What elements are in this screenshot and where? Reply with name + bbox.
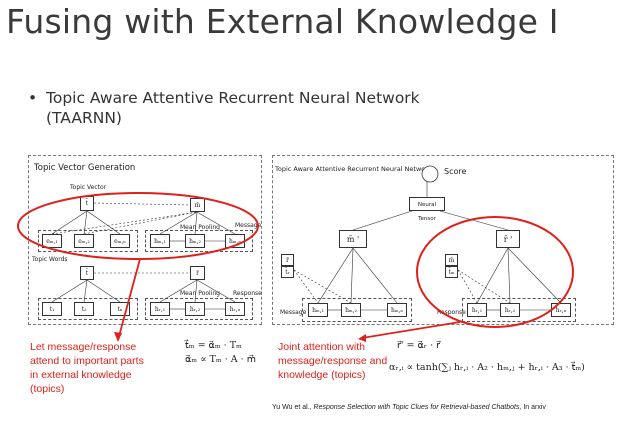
annotation-right-line-1: Joint attention with [278,341,365,353]
resp-node-1: hᵣ,₁ [467,303,487,317]
neural-tensor-box: Neural Tensor [409,197,445,222]
row2-node-5: hᵣ,₂ [185,302,205,316]
resp-node-3: hᵣ,ₙ [551,303,571,317]
annotation-left: Let message/response attend to important… [30,340,144,396]
annotation-left-line-2: attend to important parts [30,355,144,367]
topic-vector-label: Topic Vector [70,184,107,191]
topic-vector-box-2: t̄ [80,266,94,280]
row2-node-2: t₂ [74,302,94,316]
equation-3: r⃗' = α⃗ᵣ · r⃗ [397,340,441,351]
row2-node-4: hᵣ,₁ [150,302,170,316]
citation-suffix: In arxiv [521,404,546,411]
equation-2: α⃗ₘ ∝ Tₘ · A · m⃗ [185,354,256,365]
r-bar-box: r̄ [281,254,294,266]
m-prime-box: m̄ ' [339,230,367,248]
row2-node-6: hᵣ,ₙ [225,302,245,316]
bullet-text: Topic Aware Attentive Recurrent Neural N… [46,89,420,127]
msg-node-2: hₘ,₂ [341,303,361,317]
annotation-right-line-2: message/response and [278,355,388,367]
row2-node-1: t₁ [42,302,62,316]
resp-node-2: hᵣ,₂ [500,303,520,317]
right-panel-title: Topic Aware Attentive Recurrent Neural N… [275,165,432,173]
annotation-left-line-4: (topics) [30,383,65,395]
annotation-left-line-3: in external knowledge [30,369,132,381]
citation-title: Response Selection with Topic Clues for … [313,404,522,411]
citation-prefix: Yu Wu et al., [272,404,314,411]
score-label: Score [444,167,467,176]
msg-node-3: hₘ,ₙ [387,303,407,317]
equation-1: t⃗ₘ = α⃗ₘ · Tₘ [185,340,242,351]
citation: Yu Wu et al., Response Selection with To… [272,404,546,411]
r-prime-box: r̄ ' [496,230,520,248]
equation-4: αᵣ,ᵢ ∝ tanh(∑ⱼ hᵣ,ᵢ · A₂ · hₘ,ⱼ + hᵣ,ᵢ ·… [389,362,585,373]
t-m-box: t̄ₘ [445,266,458,278]
response-vector-box: r̄ [190,266,205,280]
annotation-left-line-1: Let message/response [30,341,137,353]
t-r-box: t̄ᵣ [281,266,294,278]
response-label-left: Response [233,290,262,297]
slide-title: Fusing with External Knowledge I [6,2,559,41]
m-bar-box: m̄ [445,254,458,266]
annotation-right-line-3: knowledge (topics) [278,369,366,381]
msg-node-1: hₘ,₁ [308,303,328,317]
bullet-marker: • [28,89,38,107]
left-panel-title: Topic Vector Generation [34,163,136,173]
message-label-right: Message [280,309,307,316]
annotation-right: Joint attention with message/response an… [278,340,387,382]
